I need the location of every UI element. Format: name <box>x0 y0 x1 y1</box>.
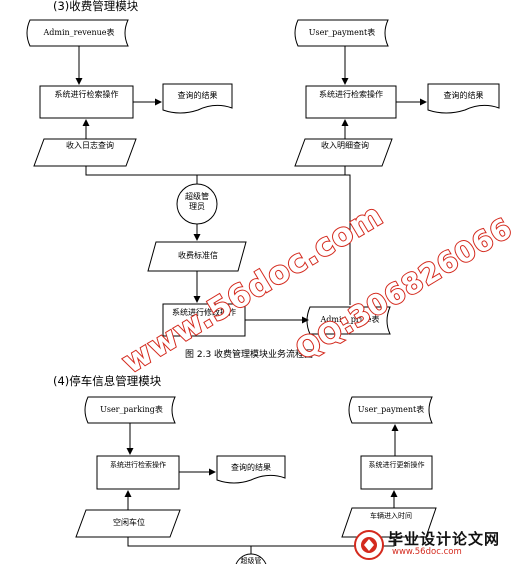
logo-url: www.56doc.com <box>392 547 462 557</box>
update-op-shape <box>360 455 433 490</box>
income-detail-shape <box>294 138 393 167</box>
modify-op-shape <box>162 303 246 337</box>
income-log-shape <box>33 138 137 167</box>
search-op-shape <box>96 455 180 490</box>
result-shape <box>216 455 286 484</box>
search-op-process: 系统进行检索操作 <box>110 461 166 469</box>
search-left-process: 系统进行检索操作 <box>54 90 119 99</box>
income-detail-input: 收入明细查询 <box>321 141 369 150</box>
user-payment-store-shape <box>294 19 389 47</box>
admin-price-store: Admin_price表 <box>320 315 380 324</box>
user-payment-store-shape-2 <box>348 396 433 424</box>
logo-emblem-icon <box>354 530 384 560</box>
super-admin-actor: 超级管理员 <box>185 192 209 211</box>
result-left-document: 查询的结果 <box>177 91 218 100</box>
income-log-input: 收入日志查询 <box>66 141 114 150</box>
admin-price-store-shape <box>306 306 391 335</box>
figure-caption: 图 2.3 收费管理模块业务流程图 <box>185 350 314 360</box>
result-document: 查询的结果 <box>231 463 271 472</box>
admin-revenue-store-shape <box>26 19 129 47</box>
free-space-shape <box>75 509 181 538</box>
update-op-process: 系统进行更新操作 <box>368 461 425 469</box>
user-payment-store: User_payment表 <box>308 28 376 37</box>
fee-standard-shape <box>147 241 247 272</box>
entry-time-shape <box>341 507 437 538</box>
entry-time-input: 车辆进入时间 <box>370 512 412 520</box>
result-right-shape <box>427 83 500 114</box>
free-space-input: 空闲车位 <box>113 518 145 527</box>
admin-revenue-store: Admin_revenue表 <box>43 28 115 37</box>
logo-text: 毕业设计论文网 <box>388 530 501 548</box>
result-right-document: 查询的结果 <box>443 91 484 100</box>
user-parking-store: User_parking表 <box>100 405 163 414</box>
result-left-shape <box>162 83 233 114</box>
site-logo: 毕业设计论文网 www.56doc.com <box>352 528 512 562</box>
user-parking-store-shape <box>84 396 176 424</box>
search-left-shape <box>39 85 134 119</box>
section3-title: (3)收费管理模块 <box>53 0 139 13</box>
user-payment-store-2: User_payment表 <box>357 405 425 414</box>
super-admin-partial-actor: 超级管 <box>240 557 262 565</box>
search-right-process: 系统进行检索操作 <box>319 90 383 99</box>
modify-op-process: 系统进行修改操作 <box>172 308 236 317</box>
search-right-shape <box>305 85 397 119</box>
fee-standard-input: 收费标准信 <box>178 251 218 260</box>
section4-title: (4)停车信息管理模块 <box>53 374 162 388</box>
